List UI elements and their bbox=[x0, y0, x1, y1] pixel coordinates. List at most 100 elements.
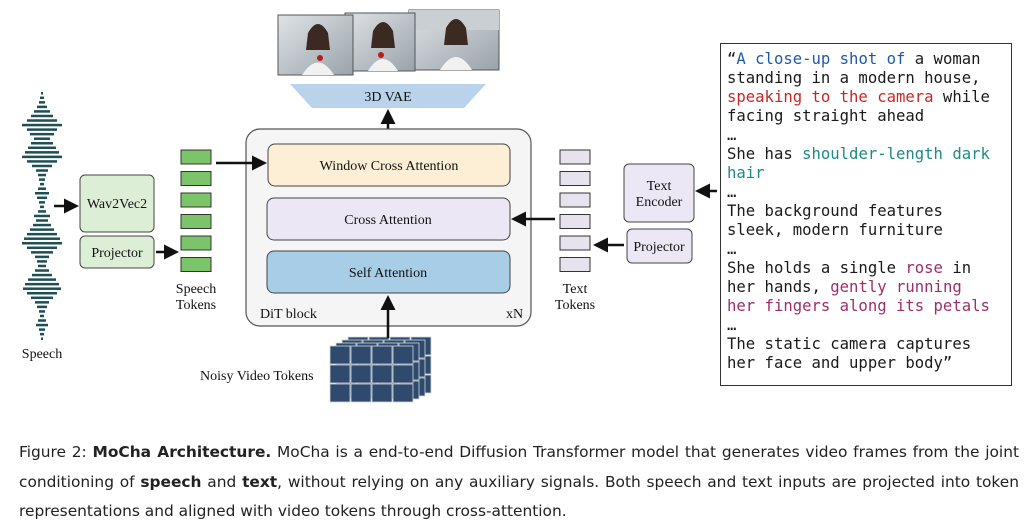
waveform-bar bbox=[37, 196, 47, 200]
prompt-segment: her face and upper body” bbox=[727, 354, 953, 372]
prompt-line: her hands, gently running bbox=[727, 278, 1005, 297]
text-encoder-label-2: Encoder bbox=[636, 195, 683, 210]
video-frame-1 bbox=[277, 14, 354, 76]
waveform-bar bbox=[24, 237, 60, 240]
prompt-segment: rose bbox=[905, 259, 943, 277]
video-token bbox=[329, 383, 351, 403]
caption-text: text bbox=[242, 472, 278, 491]
prompt-line: … bbox=[727, 126, 1005, 145]
cross-attention-block bbox=[266, 197, 511, 241]
waveform-bar bbox=[38, 173, 46, 177]
text-token bbox=[559, 171, 591, 186]
text-tokens-label-2: Tokens bbox=[555, 298, 595, 313]
caption-part1: MoCha is a end-to-end Diffusion Transfor… bbox=[19, 443, 1019, 491]
speech-projector-label: Projector bbox=[91, 246, 143, 261]
dit-block-label: DiT block bbox=[260, 307, 317, 322]
prompt-line: her face and upper body” bbox=[727, 354, 1005, 373]
prompt-segment: facing straight ahead bbox=[727, 107, 925, 125]
text-token bbox=[559, 257, 591, 272]
prompt-line: … bbox=[727, 316, 1005, 335]
speech-token bbox=[180, 171, 212, 186]
waveform-bar bbox=[40, 96, 44, 100]
caption-speech: speech bbox=[140, 472, 202, 491]
prompt-line: She has shoulder-length dark bbox=[727, 145, 1005, 164]
prompt-segment: while bbox=[933, 88, 990, 106]
video-token bbox=[350, 345, 372, 365]
waveform-bar bbox=[35, 269, 49, 272]
video-token bbox=[329, 345, 351, 365]
text-tokens-label-1: Text bbox=[563, 282, 588, 297]
repeat-label: xN bbox=[506, 307, 523, 322]
waveform-bar bbox=[31, 296, 53, 300]
prompt-line: speaking to the camera while bbox=[727, 88, 1005, 107]
waveform-bar bbox=[40, 332, 44, 336]
waveform-bar bbox=[28, 278, 56, 281]
waveform-bar bbox=[39, 101, 45, 104]
waveform-bar bbox=[34, 214, 50, 218]
text-token-stack bbox=[559, 149, 591, 272]
text-projector-block bbox=[626, 228, 693, 264]
prompt-segment: speaking to the camera bbox=[727, 88, 934, 106]
prompt-line: her fingers along its petals bbox=[727, 297, 1005, 316]
waveform-bar bbox=[35, 192, 49, 195]
prompt-line: She holds a single rose in bbox=[727, 259, 1005, 278]
architecture-diagram: 3D VAE DiT block xN Window Cross Attenti… bbox=[22, 9, 717, 403]
waveform-bar bbox=[30, 132, 54, 136]
video-token bbox=[371, 345, 393, 365]
caption-prefix: Figure 2: bbox=[19, 443, 93, 461]
speech-token bbox=[180, 257, 212, 272]
text-token bbox=[559, 235, 591, 251]
prompt-segment: “ bbox=[727, 50, 737, 68]
waveform-bar bbox=[31, 114, 53, 118]
prompt-segment: The static camera captures bbox=[727, 335, 972, 353]
waveform-bar bbox=[34, 137, 50, 140]
video-token bbox=[392, 345, 414, 365]
text-encoder-block bbox=[623, 163, 695, 223]
waveform-bar bbox=[30, 228, 54, 231]
waveform-bar bbox=[25, 151, 59, 154]
prompt-segment: … bbox=[727, 183, 737, 201]
wav2vec-label: Wav2Vec2 bbox=[87, 197, 147, 212]
caption-part3: , without relying on any auxiliary signa… bbox=[19, 472, 1019, 521]
waveform-bar bbox=[27, 128, 57, 131]
waveform-bar bbox=[36, 169, 48, 172]
waveform-bar bbox=[39, 328, 45, 331]
waveform-bar bbox=[22, 123, 62, 127]
prompt-segment: She has bbox=[727, 145, 803, 163]
waveform-bar bbox=[39, 178, 45, 181]
prompt-line: hair bbox=[727, 164, 1005, 183]
vae-label: 3D VAE bbox=[364, 90, 411, 105]
vae-decoder: 3D VAE bbox=[290, 84, 486, 108]
video-token bbox=[329, 364, 351, 384]
prompt-line: The static camera captures bbox=[727, 335, 1005, 354]
prompt-line: … bbox=[727, 183, 1005, 202]
figure-caption: Figure 2: MoCha Architecture. MoCha is a… bbox=[19, 438, 1019, 527]
prompt-line: The background features bbox=[727, 202, 1005, 221]
window-cross-attention-block bbox=[267, 143, 511, 187]
waveform-bar bbox=[40, 314, 44, 318]
waveform-bar bbox=[31, 142, 53, 145]
speech-token bbox=[180, 192, 212, 208]
video-token bbox=[350, 383, 372, 403]
text-encoder-label-1: Text bbox=[647, 179, 672, 194]
speech-token bbox=[180, 149, 212, 165]
prompt-segment: sleek, modern furniture bbox=[727, 221, 943, 239]
waveform-bar bbox=[34, 110, 50, 113]
waveform-bar bbox=[39, 201, 45, 204]
wav2vec-block bbox=[79, 174, 155, 233]
waveform-bar bbox=[27, 292, 57, 295]
prompt-segment: hair bbox=[727, 164, 765, 182]
waveform-bar bbox=[36, 219, 48, 222]
self-attention-label: Self Attention bbox=[349, 266, 427, 281]
speech-tokens-label-1: Speech bbox=[176, 282, 216, 297]
cross-attention-label: Cross Attention bbox=[344, 213, 432, 228]
video-token bbox=[350, 364, 372, 384]
text-token bbox=[559, 149, 591, 165]
waveform-bar bbox=[37, 105, 47, 109]
noisy-video-token-grid bbox=[329, 336, 432, 403]
waveform-bar bbox=[31, 251, 53, 254]
speech-token-stack bbox=[180, 149, 212, 272]
waveform-bar bbox=[40, 182, 44, 186]
prompt-segment: She holds a single bbox=[727, 259, 906, 277]
waveform-bar bbox=[41, 337, 43, 340]
